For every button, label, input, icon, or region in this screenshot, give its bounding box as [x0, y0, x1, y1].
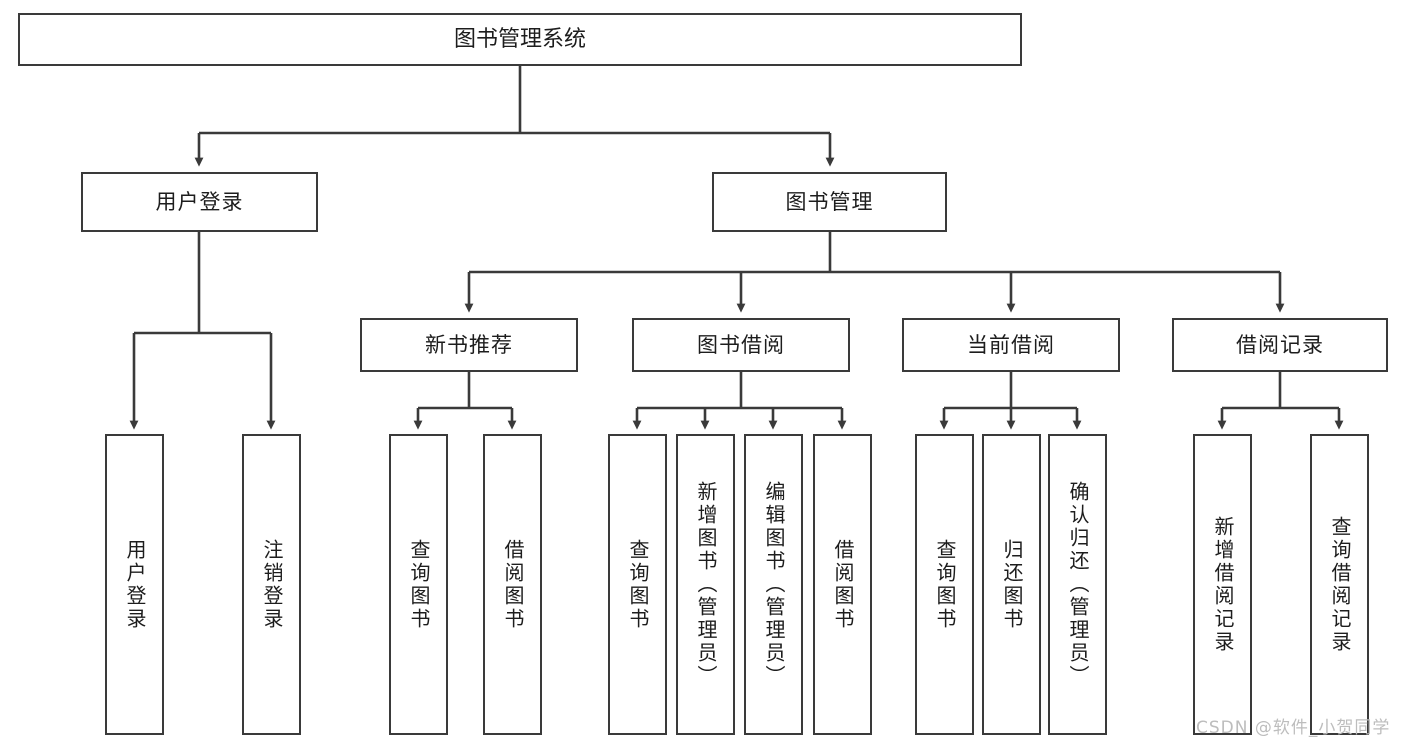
node-label: 当前借阅 — [967, 332, 1055, 357]
leaf-book-borrow-borrow-book[interactable]: 借阅图书 — [813, 434, 872, 735]
node-label: 归还图书 — [1000, 538, 1024, 631]
leaf-current-borrow-return-book[interactable]: 归还图书 — [982, 434, 1041, 735]
leaf-new-book-query-book[interactable]: 查询图书 — [389, 434, 448, 735]
node-label: 图书借阅 — [697, 332, 785, 357]
leaf-book-borrow-add-book-admin[interactable]: 新增图书（管理员） — [676, 434, 735, 735]
leaf-current-borrow-confirm-return-admin[interactable]: 确认归还（管理员） — [1048, 434, 1107, 735]
node-label: 借阅记录 — [1236, 332, 1324, 357]
node-label: 查询图书 — [933, 538, 957, 631]
leaf-book-borrow-query-book[interactable]: 查询图书 — [608, 434, 667, 735]
node-label: 新书推荐 — [425, 332, 513, 357]
node-book-borrow[interactable]: 图书借阅 — [632, 318, 850, 372]
leaf-new-book-borrow-book[interactable]: 借阅图书 — [483, 434, 542, 735]
node-label: 确认归还（管理员） — [1066, 481, 1090, 688]
node-label: 借阅图书 — [501, 538, 525, 631]
node-label: 用户登录 — [123, 538, 147, 631]
leaf-book-borrow-edit-book-admin[interactable]: 编辑图书（管理员） — [744, 434, 803, 735]
node-book-management[interactable]: 图书管理 — [712, 172, 947, 232]
leaf-user-login-logout[interactable]: 注销登录 — [242, 434, 301, 735]
node-current-borrow[interactable]: 当前借阅 — [902, 318, 1120, 372]
node-new-book-recommend[interactable]: 新书推荐 — [360, 318, 578, 372]
node-label: 用户登录 — [155, 189, 244, 214]
node-label: 新增图书（管理员） — [694, 481, 718, 688]
leaf-borrow-record-add-record[interactable]: 新增借阅记录 — [1193, 434, 1252, 735]
node-label: 借阅图书 — [831, 538, 855, 631]
node-root-book-management-system[interactable]: 图书管理系统 — [18, 13, 1022, 66]
leaf-borrow-record-query-record[interactable]: 查询借阅记录 — [1310, 434, 1369, 735]
node-borrow-record[interactable]: 借阅记录 — [1172, 318, 1388, 372]
node-label: 查询图书 — [626, 538, 650, 631]
leaf-current-borrow-query-book[interactable]: 查询图书 — [915, 434, 974, 735]
node-label: 图书管理 — [785, 189, 874, 214]
node-label: 注销登录 — [260, 538, 284, 631]
watermark-csdn: CSDN @软件_小贺同学 — [1196, 718, 1391, 738]
node-user-login[interactable]: 用户登录 — [81, 172, 318, 232]
leaf-user-login-login[interactable]: 用户登录 — [105, 434, 164, 735]
node-label: 查询借阅记录 — [1328, 515, 1352, 654]
node-label: 图书管理系统 — [453, 26, 586, 52]
node-label: 查询图书 — [407, 538, 431, 631]
node-label: 新增借阅记录 — [1211, 515, 1235, 654]
node-label: 编辑图书（管理员） — [762, 481, 786, 688]
